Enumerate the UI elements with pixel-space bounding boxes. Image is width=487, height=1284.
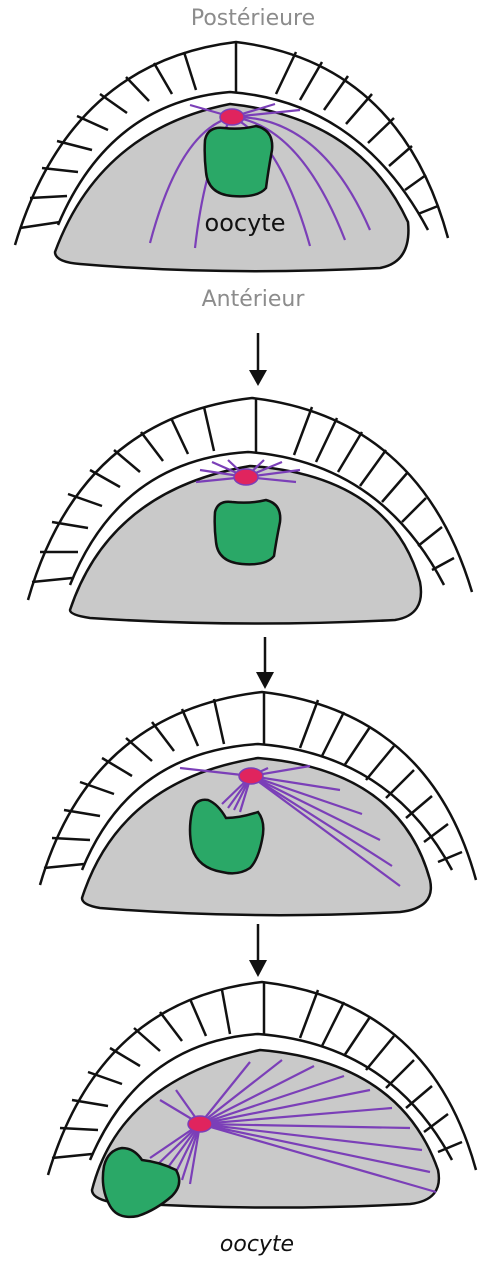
mtoc [220, 109, 244, 125]
stage-3 [40, 692, 476, 915]
oocyte-inside-label: oocyte [205, 209, 286, 237]
mtoc [188, 1116, 212, 1132]
mtoc [239, 768, 263, 784]
mtoc [234, 469, 258, 485]
stage-2 [28, 398, 472, 624]
posterior-label: Postérieure [191, 6, 315, 31]
anterior-label: Antérieur [202, 287, 305, 312]
arrow-3 [249, 924, 267, 977]
arrow-1 [249, 333, 267, 386]
stage-4 [48, 982, 476, 1217]
oocyte-nucleus [215, 500, 281, 564]
oocyte-nucleus [205, 126, 273, 196]
oocyte-bottom-label: oocyte [220, 1232, 294, 1257]
arrow-2 [256, 637, 274, 689]
